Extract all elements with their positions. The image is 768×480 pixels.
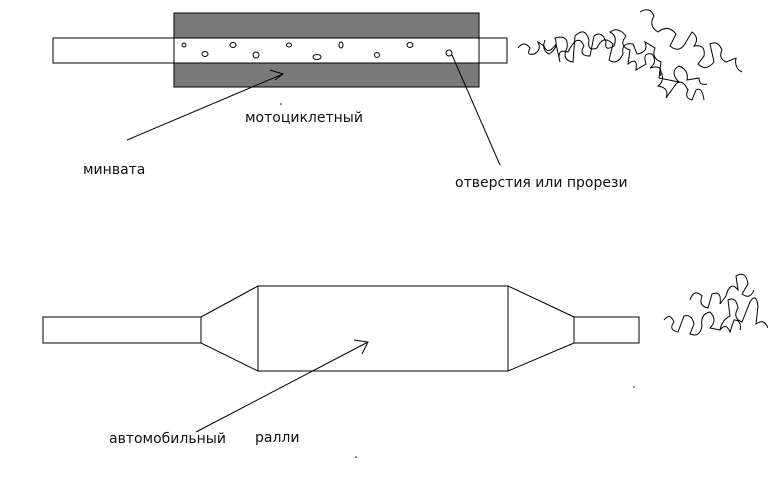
hole	[406, 42, 414, 48]
rally-exhaust-smoke-scribble	[663, 273, 768, 336]
motorcycle-muffler	[52, 9, 743, 166]
hole	[338, 41, 344, 49]
exhaust-smoke-scribble-2	[543, 31, 708, 85]
exhaust-smoke-scribble	[517, 29, 662, 77]
hole	[312, 54, 322, 60]
outlet-cone	[507, 285, 575, 372]
stray-dot	[355, 456, 357, 458]
holes-leader-line	[451, 54, 501, 166]
pipe-holes	[181, 41, 453, 60]
automobile-muffler	[42, 285, 640, 372]
inlet-pipe	[42, 316, 202, 344]
hole	[181, 42, 187, 48]
hole	[286, 42, 292, 48]
hole	[374, 52, 380, 58]
mineral-wool-arrowhead	[269, 69, 285, 81]
hole	[445, 49, 453, 57]
rally-label: ралли	[255, 430, 300, 446]
automobile-muffler-marks	[195, 312, 509, 433]
perforated-pipe	[52, 37, 508, 64]
holes-label: отверстия или прорези	[455, 175, 628, 191]
hole	[252, 51, 260, 59]
inlet-cone	[200, 285, 259, 372]
motorcycle-label: мотоциклетный	[245, 110, 363, 126]
outlet-pipe	[573, 316, 640, 344]
exhaust-smoke-scribble-3	[639, 9, 743, 101]
stray-dot	[633, 386, 635, 388]
automobile-label: автомобильный	[109, 431, 226, 447]
hole	[201, 51, 209, 57]
rally-arrowhead	[353, 339, 369, 355]
mineral-wool-leader-line	[126, 73, 284, 141]
hole	[229, 42, 237, 48]
rally-leader-line	[195, 341, 369, 433]
mineral-wool-label: минвата	[83, 162, 146, 178]
muffler-body	[257, 285, 509, 372]
stray-dot	[280, 103, 282, 105]
